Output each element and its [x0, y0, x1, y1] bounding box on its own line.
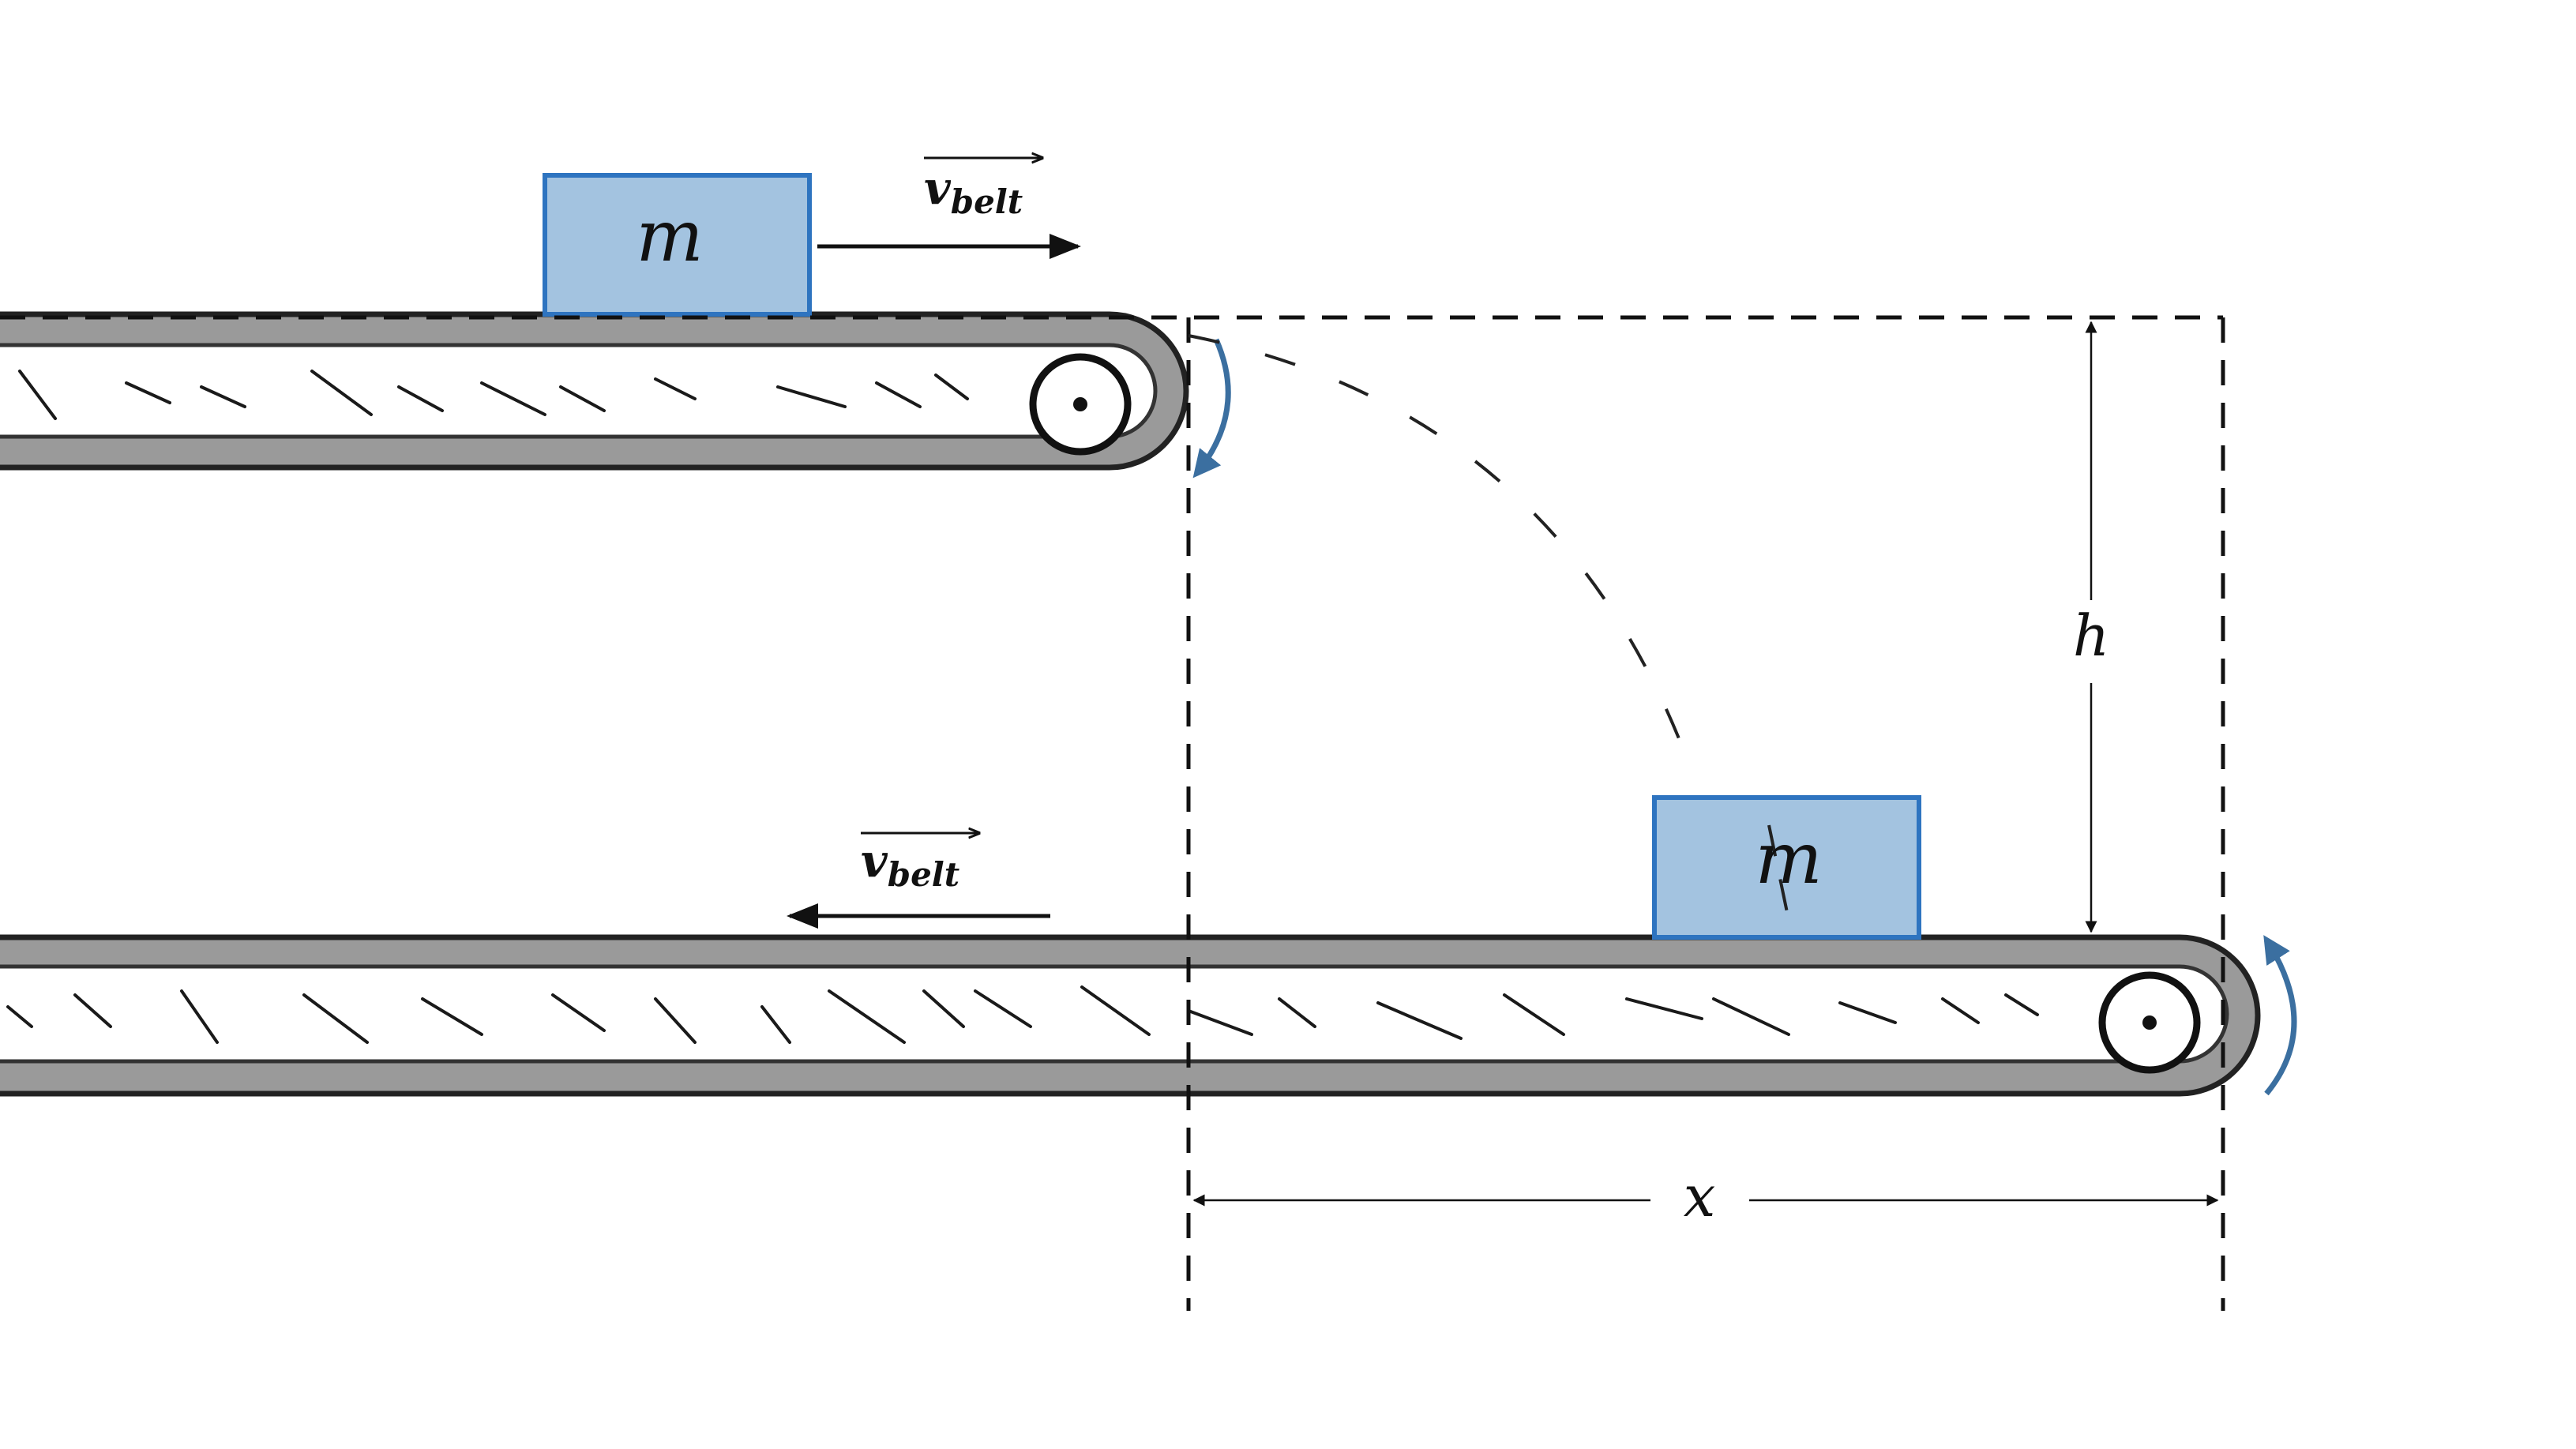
top-rotation-arrow: [1192, 338, 1231, 479]
bottom-rotation-arrow: [2263, 935, 2297, 1096]
bottom-block-label: m: [1755, 817, 1822, 900]
top-velocity-sub: belt: [951, 182, 1023, 221]
top-velocity-label: vbelt: [924, 161, 1023, 221]
dashed-guides: [0, 315, 2225, 1311]
top-block-label: m: [636, 195, 703, 278]
top-velocity: vbelt: [817, 158, 1081, 259]
bottom-roller-axle: [2142, 1015, 2157, 1030]
top-block-body: [543, 173, 812, 317]
bottom-velocity: vbelt: [787, 833, 1050, 929]
bottom-conveyor: [0, 934, 2297, 1097]
bottom-velocity-label: vbelt: [861, 834, 959, 894]
top-belt-hatching: [18, 370, 969, 420]
top-conveyor: [0, 311, 1231, 479]
height-label: h: [2073, 602, 2109, 669]
bottom-block: m: [1652, 795, 1921, 940]
height-dimension: h: [2073, 321, 2109, 933]
bottom-belt-hatching: [6, 985, 2039, 1044]
distance-dimension: x: [1192, 1163, 2219, 1229]
top-block: m: [543, 173, 812, 317]
bottom-velocity-main: v: [861, 834, 888, 888]
distance-label: x: [1684, 1163, 1716, 1229]
top-velocity-main: v: [924, 161, 952, 215]
trajectory-path: [1188, 334, 1695, 779]
top-belt-inner: [0, 343, 1158, 439]
bottom-velocity-sub: belt: [888, 855, 959, 894]
bottom-belt-inner: [0, 964, 2229, 1064]
top-roller-axle: [1073, 397, 1087, 411]
bottom-block-body: [1652, 795, 1921, 940]
trajectory-end: [1767, 824, 1790, 921]
